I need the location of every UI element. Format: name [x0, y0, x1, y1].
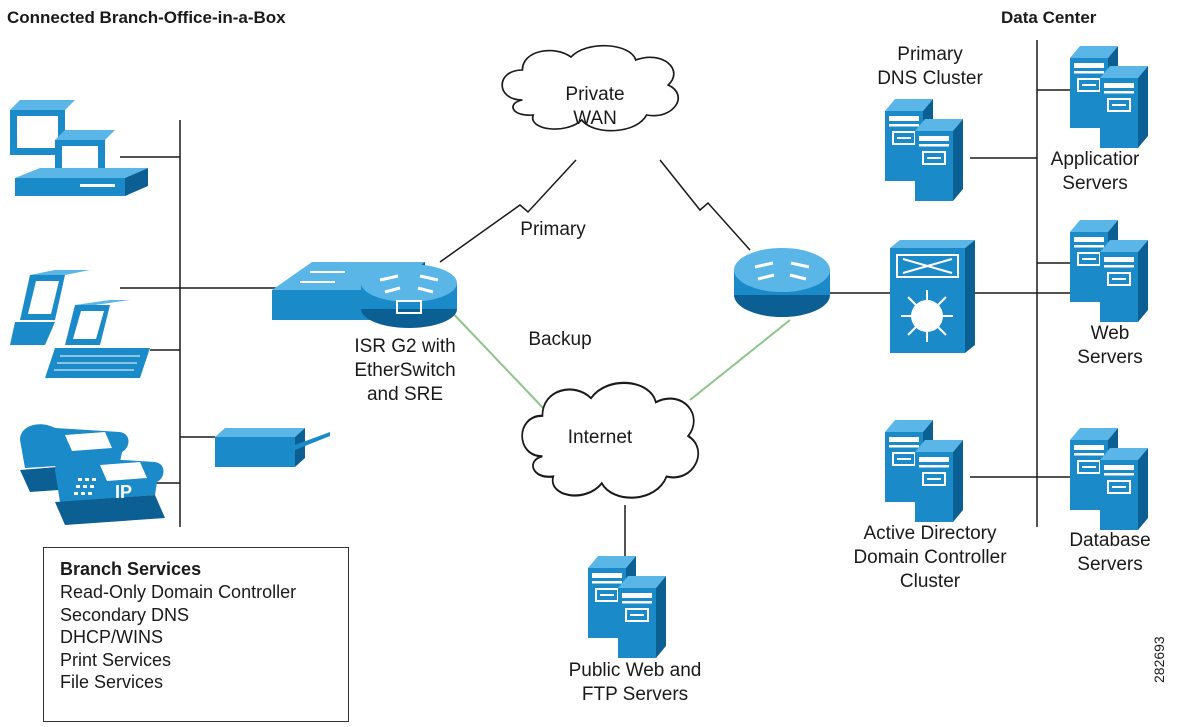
branch-service-item: Print Services	[60, 649, 172, 670]
application-servers-icon	[1070, 46, 1148, 148]
datacenter-title: Data Center	[1001, 8, 1097, 27]
ip-phone-icon: IP	[20, 424, 165, 525]
laptop-icon	[10, 270, 150, 378]
backup-links	[444, 304, 791, 411]
branch-services-heading: Branch Services	[60, 559, 202, 579]
primary-link-label: Primary	[520, 219, 586, 240]
isr-g2-router-icon	[361, 264, 457, 328]
branch-service-item: Secondary DNS	[60, 604, 190, 625]
wan-router-icon	[734, 248, 830, 317]
branch-lan-lines	[120, 120, 310, 527]
database-servers-icon	[1070, 428, 1148, 530]
wan-serial-links	[439, 159, 751, 263]
backup-link-label: Backup	[528, 329, 592, 350]
branch-service-item: Read-Only Domain Controller	[60, 582, 297, 602]
primary-dns-servers-icon	[885, 99, 963, 201]
branch-title: Connected Branch-Office-in-a-Box	[7, 8, 286, 27]
datacenter-lines	[624, 40, 1075, 570]
phone-ip-label: IP	[115, 482, 132, 502]
desktop-pc-icon	[10, 100, 148, 196]
datacenter-switch-icon	[890, 240, 975, 353]
public-servers-icon	[588, 556, 666, 658]
figure-number: 282693	[1151, 636, 1167, 683]
printer-icon	[215, 428, 330, 467]
internet-label: Internet	[567, 427, 633, 448]
web-servers-icon	[1070, 220, 1148, 322]
branch-service-item: DHCP/WINS	[60, 627, 163, 648]
branch-service-item: File Services	[60, 672, 164, 693]
branch-services-box: Branch Services Read-Only Domain Control…	[43, 547, 349, 722]
ad-servers-icon	[885, 420, 963, 522]
